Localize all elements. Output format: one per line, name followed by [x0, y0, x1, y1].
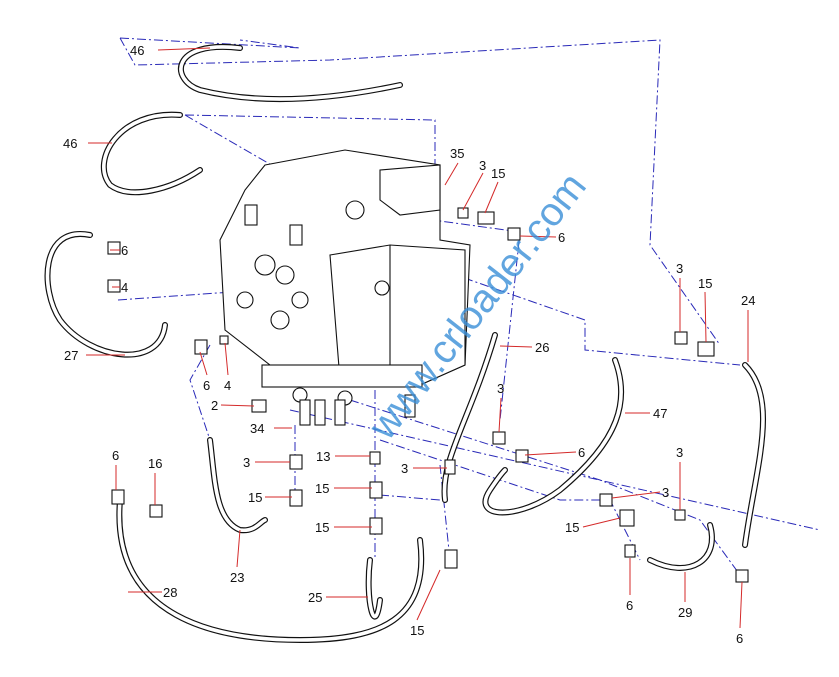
callout-24: 24: [741, 293, 755, 308]
callout-23: 23: [230, 570, 244, 585]
callout-13: 13: [316, 449, 330, 464]
callout-15: 15: [565, 520, 579, 535]
callout-3: 3: [676, 445, 683, 460]
callout-47: 47: [653, 406, 667, 421]
callout-25: 25: [308, 590, 322, 605]
callout-3: 3: [497, 381, 504, 396]
callout-27: 27: [64, 348, 78, 363]
callout-3: 3: [662, 485, 669, 500]
callout-15: 15: [248, 490, 262, 505]
callout-4: 4: [121, 280, 128, 295]
callout-16: 16: [148, 456, 162, 471]
callout-46: 46: [130, 43, 144, 58]
callout-15: 15: [698, 276, 712, 291]
callout-4: 4: [224, 378, 231, 393]
callout-3: 3: [676, 261, 683, 276]
leader-lines: [86, 47, 749, 629]
callout-35: 35: [450, 146, 464, 161]
control-valve-block: [219, 149, 471, 426]
hoses: [44, 43, 766, 644]
callout-29: 29: [678, 605, 692, 620]
callout-6: 6: [558, 230, 565, 245]
callout-15: 15: [315, 520, 329, 535]
callout-3: 3: [401, 461, 408, 476]
callout-3: 3: [243, 455, 250, 470]
callout-46: 46: [63, 136, 77, 151]
callout-3: 3: [479, 158, 486, 173]
callout-34: 34: [250, 421, 264, 436]
callout-28: 28: [163, 585, 177, 600]
callout-15: 15: [491, 166, 505, 181]
callout-6: 6: [203, 378, 210, 393]
callout-6: 6: [736, 631, 743, 646]
fittings: [107, 207, 749, 583]
callout-2: 2: [211, 398, 218, 413]
callout-6: 6: [112, 448, 119, 463]
callout-15: 15: [315, 481, 329, 496]
callout-labels: 46 46 35 3 15 6 6 4 27 6 4 2 26 3 15 24 …: [63, 43, 755, 646]
callout-15: 15: [410, 623, 424, 638]
callout-26: 26: [535, 340, 549, 355]
callout-6: 6: [578, 445, 585, 460]
callout-6: 6: [626, 598, 633, 613]
callout-6: 6: [121, 243, 128, 258]
